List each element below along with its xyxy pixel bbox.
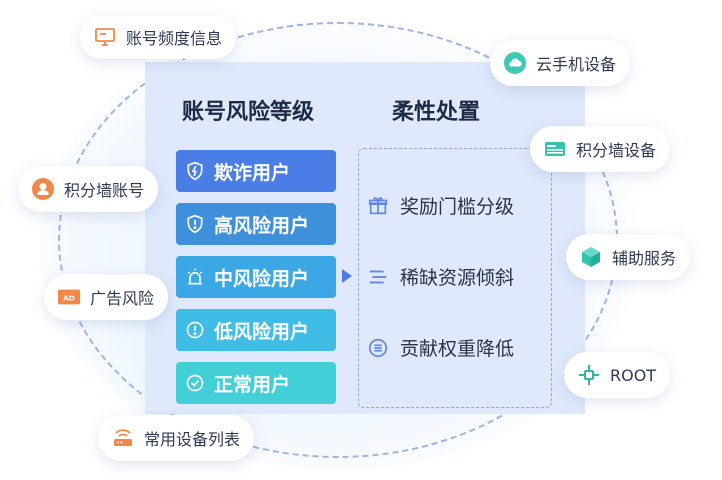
gift-icon <box>366 194 390 218</box>
feature-cloud-phone: 云手机设备 <box>490 40 631 86</box>
alarm-light-icon <box>184 266 206 288</box>
feature-assist-service: 辅助服务 <box>566 234 691 280</box>
feature-label: 常用设备列表 <box>144 430 241 449</box>
router-icon <box>110 425 136 451</box>
feature-label: 辅助服务 <box>612 249 677 268</box>
monitor-icon <box>92 24 118 50</box>
root-node-icon <box>576 362 602 388</box>
action-weight-reduce: 贡献权重降低 <box>366 334 514 361</box>
feature-label: 云手机设备 <box>536 55 617 74</box>
action-label: 稀缺资源倾斜 <box>400 267 515 289</box>
feature-ad-risk: AD 广告风险 <box>44 274 169 320</box>
svg-text:AD: AD <box>63 294 75 303</box>
feature-offerwall-account: 积分墙账号 <box>18 166 159 212</box>
feature-label: 账号频度信息 <box>126 29 223 48</box>
feature-label: ROOT <box>610 365 657 385</box>
disposal-title: 柔性处置 <box>392 100 481 125</box>
risk-level-high: 高风险用户 <box>176 203 336 245</box>
risk-level-label: 高风险用户 <box>214 214 310 237</box>
check-circle-icon <box>184 372 206 394</box>
lines-icon <box>366 265 390 289</box>
feature-label: 广告风险 <box>90 289 155 308</box>
flow-arrow <box>342 269 352 283</box>
feature-account-frequency: 账号频度信息 <box>80 15 237 59</box>
disposal-box <box>358 148 552 408</box>
risk-level-label: 欺诈用户 <box>214 161 291 184</box>
action-scarce-resource: 稀缺资源倾斜 <box>366 263 514 290</box>
list-circle-icon <box>366 336 390 360</box>
risk-level-title: 账号风险等级 <box>182 100 315 125</box>
cloud-icon <box>502 50 528 76</box>
ad-icon: AD <box>56 284 82 310</box>
cube-icon <box>578 244 604 270</box>
feature-label: 积分墙账号 <box>64 181 145 200</box>
shield-alert-icon <box>184 213 206 235</box>
feature-offerwall-device: 积分墙设备 <box>530 126 671 172</box>
risk-level-normal: 正常用户 <box>176 362 336 404</box>
action-label: 贡献权重降低 <box>400 338 515 360</box>
action-label: 奖励门槛分级 <box>400 196 515 218</box>
risk-level-low: 低风险用户 <box>176 309 336 351</box>
risk-level-label: 低风险用户 <box>214 320 310 343</box>
feature-root: ROOT <box>564 352 671 398</box>
risk-level-medium: 中风险用户 <box>176 256 336 298</box>
shield-bolt-icon <box>184 160 206 182</box>
feature-label: 积分墙设备 <box>576 141 657 160</box>
user-icon <box>30 176 56 202</box>
action-reward-tier: 奖励门槛分级 <box>366 192 514 219</box>
risk-level-label: 正常用户 <box>214 373 291 396</box>
card-icon <box>542 136 568 162</box>
risk-level-label: 中风险用户 <box>214 267 310 290</box>
alert-circle-icon <box>184 319 206 341</box>
risk-level-fraud: 欺诈用户 <box>176 150 336 192</box>
feature-common-devices: 常用设备列表 <box>98 415 255 461</box>
